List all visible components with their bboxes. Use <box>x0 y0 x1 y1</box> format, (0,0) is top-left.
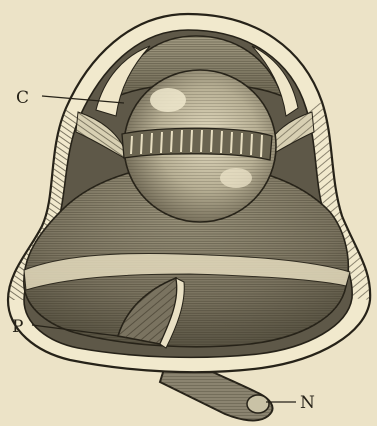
label-p: P <box>12 317 23 337</box>
label-n: N <box>300 393 315 413</box>
label-c: C <box>16 88 29 108</box>
